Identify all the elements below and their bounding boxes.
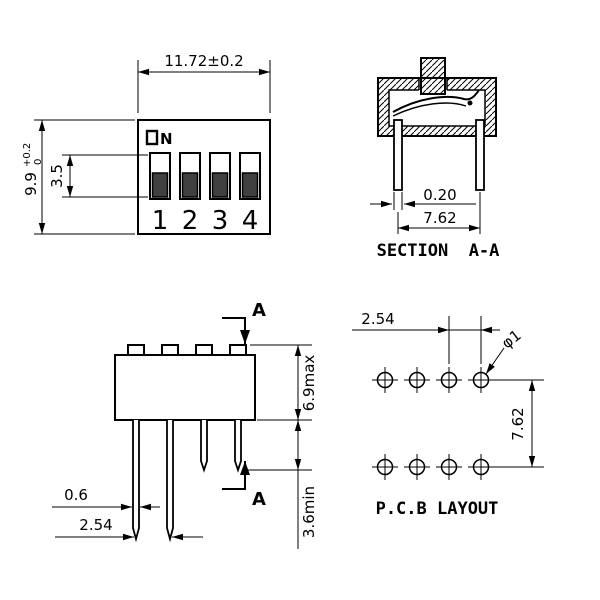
pcb-layout-title: P.C.B LAYOUT [376, 499, 499, 519]
dim-hole-pitch-value: 2.54 [361, 310, 394, 328]
slide-knob [420, 57, 446, 95]
dim-hole-pitch: 2.54 [352, 310, 500, 364]
section-cut-arrow [222, 461, 250, 490]
pcb-hole [372, 367, 398, 393]
dim-pin-width: 0.6 [52, 486, 160, 511]
front-view: N 1 2 3 4 11.72±0.2 [22, 52, 271, 236]
side-actuator-bump [195, 344, 213, 356]
dim-width-value: 11.72±0.2 [164, 52, 243, 70]
switch-actuator [181, 172, 199, 198]
side-pin-2 [166, 420, 174, 543]
contact-point [467, 100, 473, 106]
side-actuator-bump [127, 344, 145, 356]
pcb-hole [468, 367, 494, 393]
side-pin-4 [234, 420, 242, 473]
pcb-hole [372, 454, 398, 480]
dim-pin-width-value: 0.6 [64, 486, 88, 504]
section-marker-bottom: A [222, 461, 266, 510]
side-pin-3 [200, 420, 208, 473]
pcb-hole [404, 367, 430, 393]
switch-1 [149, 152, 171, 200]
dim-height-tol-lower: 0 [33, 159, 44, 165]
dim-hole-diameter-value: φ1 [498, 326, 524, 352]
position-label-1: 1 [152, 206, 169, 236]
side-pin-1 [132, 420, 140, 543]
dim-slide-height: 3.5 [48, 154, 148, 198]
dim-row-spacing: 7.62 [490, 379, 544, 468]
dim-pin-pitch: 2.54 [55, 516, 203, 541]
section-view: 0.20 7.62 SECTION A-A [370, 57, 500, 261]
contact-lever [392, 89, 480, 113]
section-cut-arrow [222, 317, 250, 344]
side-actuator-bump [161, 344, 179, 356]
dim-slide-value: 3.5 [48, 164, 66, 188]
pcb-hole [436, 367, 462, 393]
section-pin-left [393, 119, 403, 191]
dim-width: 11.72±0.2 [137, 52, 271, 113]
section-title: SECTION A-A [377, 241, 500, 261]
dim-height: 9.9 +0.2 0 [22, 119, 135, 235]
dim-height-value: 9.9 [22, 172, 40, 196]
pcb-hole [436, 454, 462, 480]
switch-2 [179, 152, 201, 200]
section-marker-top-label: A [252, 300, 266, 321]
dim-contact-thickness: 0.20 [370, 186, 476, 210]
switch-3 [209, 152, 231, 200]
position-label-2: 2 [182, 206, 199, 236]
on-label: N [160, 130, 173, 148]
switch-actuator [241, 172, 259, 198]
section-marker-bottom-label: A [252, 489, 266, 510]
dim-hole-diameter: φ1 [485, 326, 525, 375]
section-marker-top: A [222, 300, 266, 344]
pcb-holes [372, 367, 494, 480]
dim-contact-thickness-value: 0.20 [423, 186, 456, 204]
position-label-4: 4 [242, 206, 259, 236]
switch-actuator [151, 172, 169, 198]
switch-4 [239, 152, 261, 200]
side-view: A A 6.9max 3.6min 0.6 [52, 300, 318, 549]
switch-actuator [211, 172, 229, 198]
section-cavity [388, 89, 486, 127]
on-square-icon [145, 129, 159, 146]
contact-lever-lower [392, 102, 467, 117]
pcb-hole [468, 454, 494, 480]
dim-pin-length-min-value: 3.6min [300, 486, 318, 538]
side-body-outline [114, 354, 256, 421]
leader-line [485, 347, 505, 375]
dim-pin-spacing-value: 7.62 [423, 209, 456, 227]
pcb-layout-view: 2.54 φ1 7.62 P.C.B LAYOUT [352, 310, 544, 519]
dim-height-tol-upper: +0.2 [22, 143, 33, 167]
dim-pin-length-min: 3.6min [248, 420, 318, 549]
dim-height-max-value: 6.9max [300, 355, 318, 412]
pcb-hole [404, 454, 430, 480]
dim-height-max: 6.9max [250, 344, 318, 421]
section-pin-right [475, 119, 485, 191]
position-label-3: 3 [212, 206, 229, 236]
dim-pin-spacing: 7.62 [397, 192, 481, 234]
dim-pin-pitch-value: 2.54 [79, 516, 112, 534]
dim-row-spacing-value: 7.62 [509, 407, 527, 440]
side-actuator-bump [229, 344, 247, 356]
